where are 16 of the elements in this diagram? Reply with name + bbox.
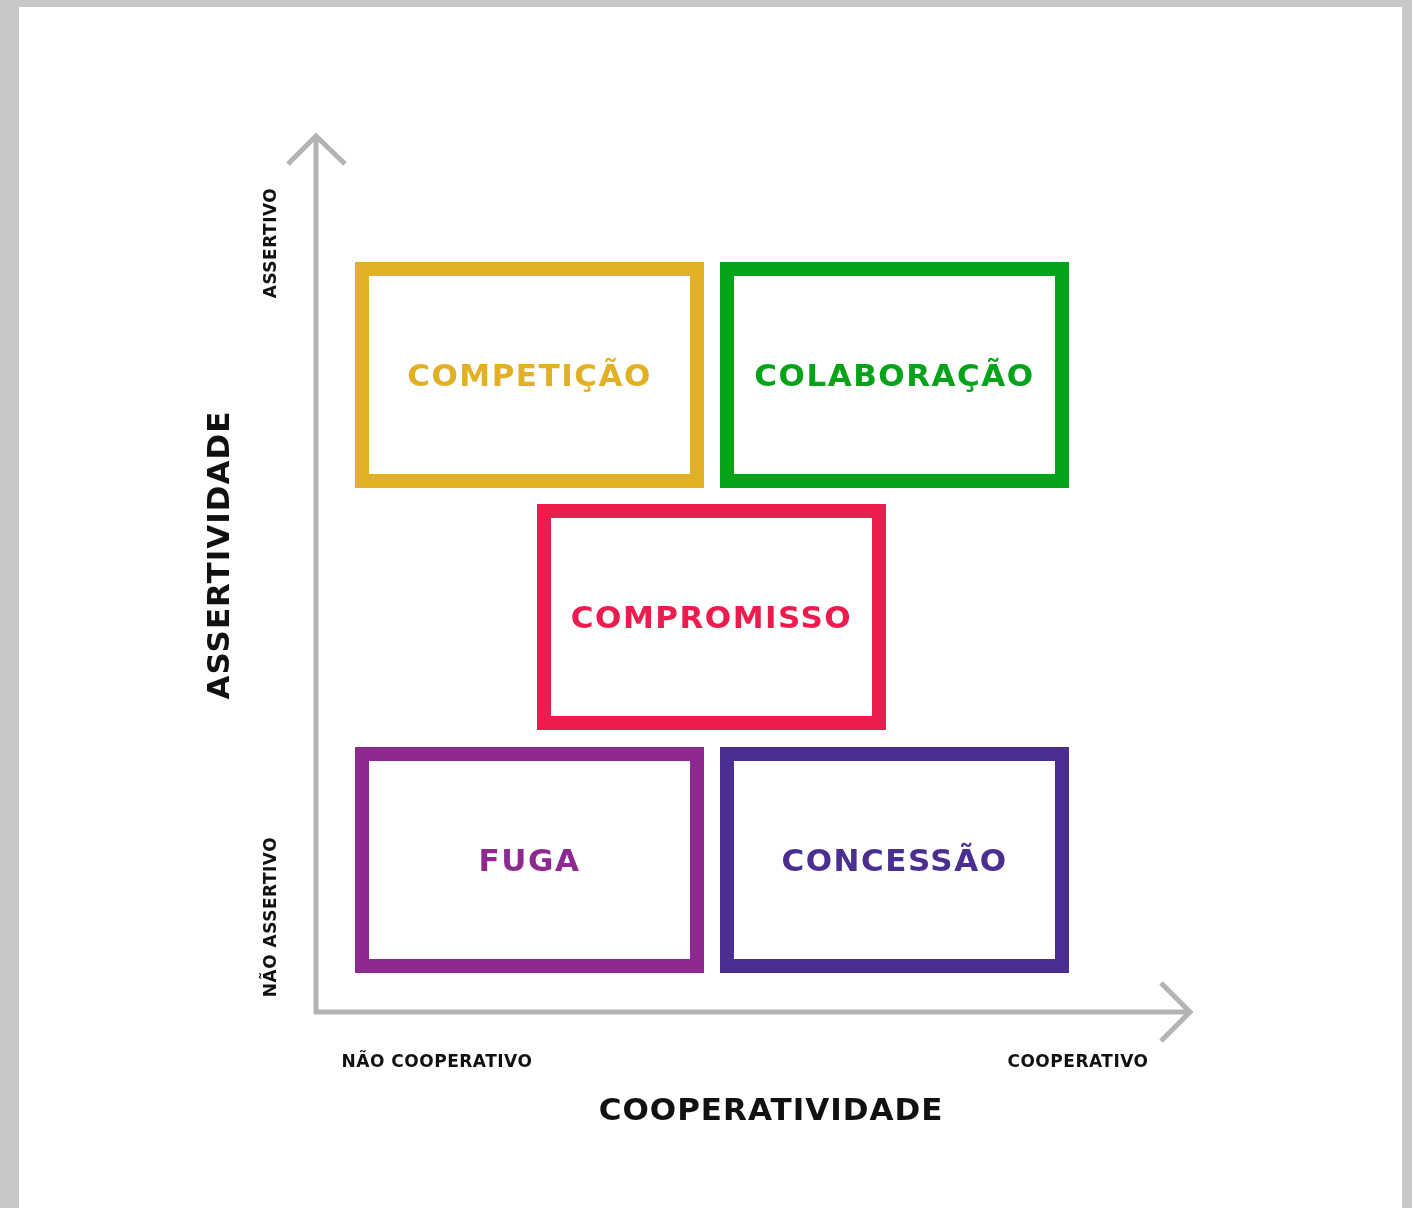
style-box	[720, 747, 1069, 973]
style-label: FUGA	[478, 842, 581, 878]
axis-title: ASSERTIVIDADE	[200, 410, 236, 700]
axis-end-label: NÃO COOPERATIVO	[341, 1051, 533, 1071]
axis-end-label: COOPERATIVO	[1007, 1051, 1149, 1071]
axis-end-label: ASSERTIVO	[260, 187, 280, 299]
axis-end-label: NÃO ASSERTIVO	[260, 836, 280, 998]
style-label: CONCESSÃO	[781, 842, 1008, 878]
axis-title: COOPERATIVIDADE	[598, 1091, 944, 1127]
style-label: COMPETIÇÃO	[407, 357, 652, 393]
style-label: COMPROMISSO	[570, 599, 853, 635]
style-box	[355, 262, 704, 488]
style-box	[537, 504, 886, 730]
style-label: COLABORAÇÃO	[754, 357, 1035, 393]
style-box	[355, 747, 704, 973]
style-box	[720, 262, 1069, 488]
